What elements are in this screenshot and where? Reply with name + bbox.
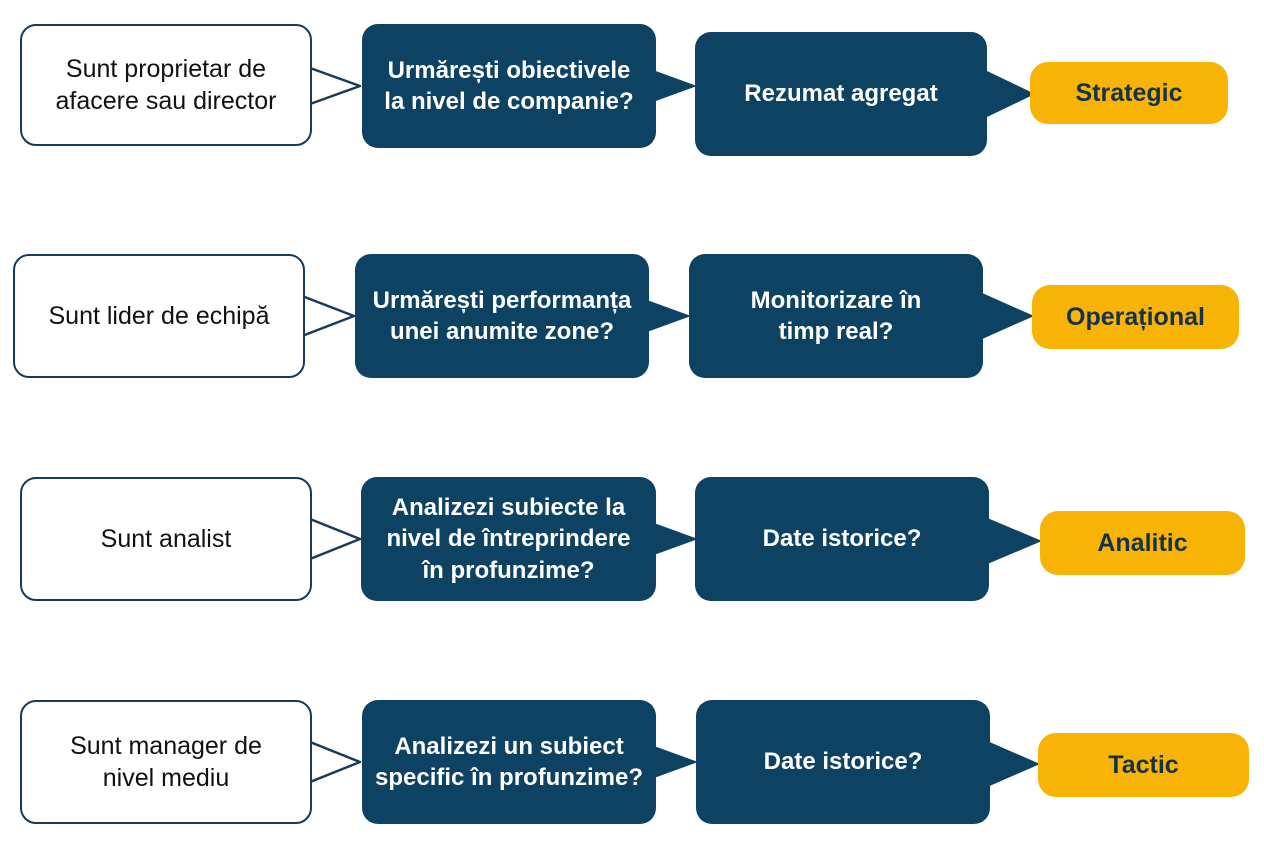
dashboard-type-badge: Strategic — [1030, 62, 1228, 124]
role-box: Sunt lider de echipă — [13, 254, 305, 378]
question-pointer — [654, 523, 698, 555]
question-box: Urmărești obiectivele la nivel de compan… — [362, 24, 656, 148]
flow-row-tactical: Sunt manager de nivel mediu Analizezi un… — [0, 700, 1264, 824]
role-pointer — [308, 66, 362, 106]
dashboard-type-badge: Operațional — [1032, 285, 1239, 349]
flow-row-strategic: Sunt proprietar de afacere sau director … — [0, 24, 1264, 156]
question-box: Analizezi subiecte la nivel de întreprin… — [361, 477, 656, 601]
data-need-box: Date istorice? — [695, 477, 989, 601]
data-pointer — [985, 740, 1040, 788]
data-pointer — [985, 517, 1042, 565]
question-box: Urmărești performanța unei anumite zone? — [355, 254, 649, 378]
flow-row-operational: Sunt lider de echipă Urmărești performan… — [0, 254, 1264, 378]
data-pointer — [985, 70, 1035, 118]
role-box: Sunt manager de nivel mediu — [20, 700, 312, 824]
role-pointer — [300, 294, 356, 338]
data-need-box: Monitorizare în timp real? — [689, 254, 983, 378]
flow-row-analytic: Sunt analist Analizezi subiecte la nivel… — [0, 477, 1264, 601]
dashboard-type-badge: Tactic — [1038, 733, 1249, 797]
data-need-box: Date istorice? — [696, 700, 990, 824]
role-box: Sunt analist — [20, 477, 312, 601]
data-need-box: Rezumat agregat — [695, 32, 987, 156]
question-pointer — [653, 70, 697, 102]
role-pointer — [308, 740, 362, 784]
data-pointer — [980, 292, 1034, 340]
dashboard-type-badge: Analitic — [1040, 511, 1245, 575]
question-box: Analizezi un subiect specific în profunz… — [362, 700, 656, 824]
role-pointer — [308, 517, 362, 561]
role-box: Sunt proprietar de afacere sau director — [20, 24, 312, 146]
question-pointer — [647, 300, 691, 332]
question-pointer — [654, 746, 698, 778]
